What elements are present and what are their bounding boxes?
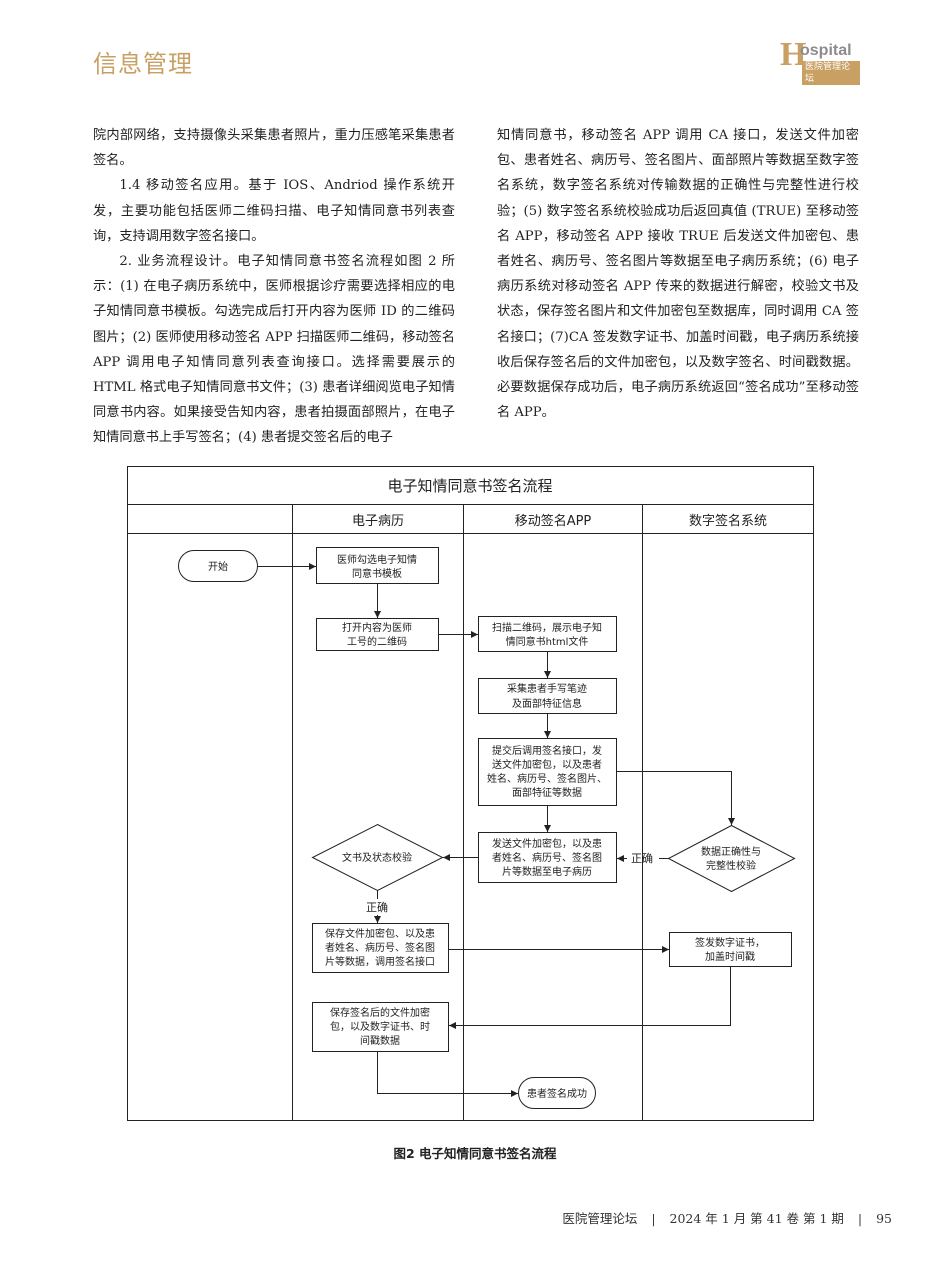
process-node bbox=[478, 832, 617, 883]
node-text-line: 扫描二维码，展示电子知 bbox=[492, 621, 602, 634]
node-text-line: 片等数据，调用签名接口 bbox=[325, 955, 435, 968]
decision-node bbox=[667, 824, 796, 893]
journal-logo: H ospital 医院管理论坛 bbox=[780, 38, 860, 85]
lane-header-signature: 数字签名系统 bbox=[689, 513, 767, 529]
node-text-line: 保存文件加密包、以及患 bbox=[325, 927, 435, 940]
figure-caption: 图2 电子知情同意书签名流程 bbox=[393, 1146, 557, 1161]
node-text-line: 者姓名、病历号、签名图 bbox=[492, 851, 602, 864]
decision-text: 数据正确性与 bbox=[701, 845, 761, 858]
node-text-line: 者姓名、病历号、签名图 bbox=[325, 941, 435, 954]
flow-arrow bbox=[377, 1051, 518, 1097]
flowchart-figure: 电子知情同意书签名流程 电子病历 移动签名APP 数字签名系统 正确 bbox=[127, 466, 814, 1121]
end-label: 患者签名成功 bbox=[527, 1087, 587, 1100]
footer-journal: 医院管理论坛 bbox=[562, 1211, 638, 1226]
paragraph: 院内部网络，支持摄像头采集患者照片，重力压感笔采集患者签名。 bbox=[93, 128, 455, 169]
paragraph: 2. 业务流程设计。电子知情同意书签名流程如图 2 所示：(1) 在电子病历系统… bbox=[93, 254, 455, 446]
node-text-line: 送文件加密包，以及患者 bbox=[492, 758, 602, 771]
correct-label: 正确 bbox=[366, 901, 388, 914]
decision-text: 文书及状态校验 bbox=[342, 851, 412, 864]
page-number: 95 bbox=[876, 1211, 892, 1226]
flow-arrow bbox=[449, 966, 731, 1029]
node-text-line: 医师勾选电子知情 bbox=[337, 553, 417, 566]
process-node bbox=[669, 932, 792, 967]
paragraph: 知情同意书，移动签名 APP 调用 CA 接口，发送文件加密包、患者姓名、病历号… bbox=[497, 128, 859, 421]
logo-subtitle: 医院管理论坛 bbox=[802, 61, 860, 85]
start-label: 开始 bbox=[208, 560, 228, 573]
decision-text: 完整性校验 bbox=[706, 859, 756, 872]
node-text-line: 同意书模板 bbox=[352, 567, 402, 580]
node-text-line: 间戳数据 bbox=[360, 1034, 400, 1047]
lane-header-mobile: 移动签名APP bbox=[515, 513, 592, 529]
node-text-line: 打开内容为医师 bbox=[342, 621, 412, 634]
process-node bbox=[478, 738, 617, 806]
logo-wordmark: ospital bbox=[800, 42, 852, 59]
node-text-line: 加盖时间戳 bbox=[705, 950, 755, 963]
node-text-line: 发送文件加密包，以及患 bbox=[492, 837, 602, 850]
flow-arrow bbox=[616, 771, 735, 825]
left-column: 院内部网络，支持摄像头采集患者照片，重力压感笔采集患者签名。 1.4 移动签名应… bbox=[93, 123, 455, 451]
footer-issue: 2024 年 1 月 第 41 卷 第 1 期 bbox=[669, 1211, 844, 1226]
flowchart-title: 电子知情同意书签名流程 bbox=[387, 477, 552, 495]
footer-separator: | bbox=[857, 1211, 863, 1226]
flowchart-frame bbox=[127, 466, 814, 1121]
node-text-line: 工号的二维码 bbox=[347, 635, 407, 648]
footer-separator: | bbox=[651, 1211, 656, 1226]
lane-header-emr: 电子病历 bbox=[352, 514, 404, 529]
section-title: 信息管理 bbox=[93, 50, 193, 78]
node-text-line: 包，以及数字证书、时 bbox=[330, 1020, 430, 1033]
node-text-line: 及面部特征信息 bbox=[512, 697, 582, 710]
node-text-line: 提交后调用签名接口，发 bbox=[492, 744, 602, 757]
process-node bbox=[478, 616, 617, 652]
paragraph: 1.4 移动签名应用。基于 IOS、Andriod 操作系统开发，主要功能包括医… bbox=[93, 178, 455, 244]
node-text-line: 面部特征等数据 bbox=[512, 786, 582, 799]
node-text-line: 姓名、病历号、签名图片、 bbox=[487, 772, 607, 785]
process-node bbox=[478, 678, 617, 714]
right-column: 知情同意书，移动签名 APP 调用 CA 接口，发送文件加密包、患者姓名、病历号… bbox=[497, 123, 859, 425]
process-node bbox=[312, 923, 449, 973]
page-footer: 医院管理论坛 | 2024 年 1 月 第 41 卷 第 1 期 | 95 bbox=[562, 1208, 892, 1227]
process-node bbox=[312, 1002, 449, 1052]
node-text-line: 片等数据至电子病历 bbox=[502, 865, 592, 878]
node-text-line: 采集患者手写笔迹 bbox=[507, 682, 587, 695]
node-text-line: 保存签名后的文件加密 bbox=[330, 1006, 430, 1019]
correct-label: 正确 bbox=[631, 852, 653, 865]
end-node bbox=[518, 1077, 596, 1109]
node-text-line: 签发数字证书， bbox=[695, 936, 765, 949]
node-text-line: 情同意书html文件 bbox=[506, 635, 589, 648]
